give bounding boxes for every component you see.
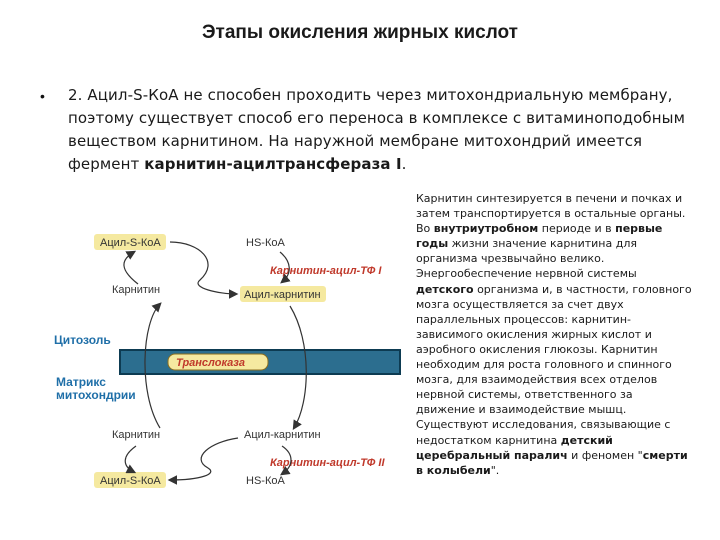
side-b5: смерти в колыбели	[416, 448, 688, 477]
carnitine-diagram: Ацил-S-КоА HS-КоА Карнитин-ацил-ТФ I Кар…	[50, 222, 410, 522]
side-b1: внутриутробном	[433, 222, 539, 236]
bullet-marker: •	[40, 88, 45, 104]
side-t4: организма и, в частности, головного мозг…	[416, 282, 692, 447]
carnitine-top-label: Карнитин	[112, 284, 160, 296]
top-left-arc	[123, 250, 139, 285]
page-title: Этапы окисления жирных кислот	[202, 22, 518, 43]
bottom-left-arc	[124, 445, 137, 474]
side-t1: Карнитин синтезируется в печени и почках…	[416, 192, 686, 236]
side-text: Карнитин синтезируется в печени и почках…	[416, 191, 694, 478]
top-cross-arc	[169, 241, 239, 299]
acyl-scoa-top-label: Ацил-S-КоА	[100, 237, 161, 249]
acylcarnitine-top-highlight	[240, 286, 326, 302]
carnitine-transport-arc	[144, 302, 162, 429]
side-t2: периоде и в	[538, 222, 616, 236]
translocase-label: Транслоказа	[176, 357, 245, 369]
acylcarnitine-top-label: Ацил-карнитин	[244, 289, 321, 301]
enzyme-1-label: Карнитин-ацил-ТФ I	[270, 265, 382, 277]
para-text-2: .	[401, 155, 407, 173]
carnitine-bottom-label: Карнитин	[112, 429, 160, 441]
para-text-1: 2. Ацил-S-КоА не способен проходить чере…	[68, 86, 686, 173]
main-paragraph: 2. Ацил-S-КоА не способен проходить чере…	[68, 84, 688, 176]
side-t3: жизни значение карнитина для организма ч…	[416, 237, 637, 281]
bottom-cross-arc	[167, 437, 239, 485]
para-bold-enzyme: карнитин-ацилтрансфераза I	[144, 155, 402, 173]
enzyme-2-label: Карнитин-ацил-ТФ II	[270, 457, 385, 469]
translocase-box	[167, 353, 269, 371]
bottom-right-arc	[280, 445, 292, 476]
matrix-label-2: митохондрии	[56, 388, 136, 402]
side-t6: ".	[490, 463, 500, 477]
diagram-svg: Ацил-S-КоА HS-КоА Карнитин-ацил-ТФ I Кар…	[54, 234, 401, 488]
side-b4: детский церебральный паралич	[416, 433, 613, 462]
acyl-scoa-top-highlight	[94, 234, 166, 250]
side-b2: первые годы	[416, 222, 663, 251]
side-b3: детского	[416, 282, 474, 296]
top-right-arc	[279, 251, 291, 284]
acyl-scoa-bottom-label: Ацил-S-КоА	[100, 475, 161, 487]
acylcarnitine-transport-arc	[289, 305, 307, 431]
hs-koa-bottom-label: HS-КоА	[246, 475, 285, 487]
hs-koa-top-label: HS-КоА	[246, 237, 285, 249]
cytosol-label: Цитозоль	[54, 333, 111, 347]
side-t5: и феномен "	[567, 448, 643, 462]
acyl-scoa-bottom-highlight	[94, 472, 166, 488]
matrix-label-1: Матрикс	[56, 375, 106, 389]
acylcarnitine-bottom-label: Ацил-карнитин	[244, 429, 321, 441]
